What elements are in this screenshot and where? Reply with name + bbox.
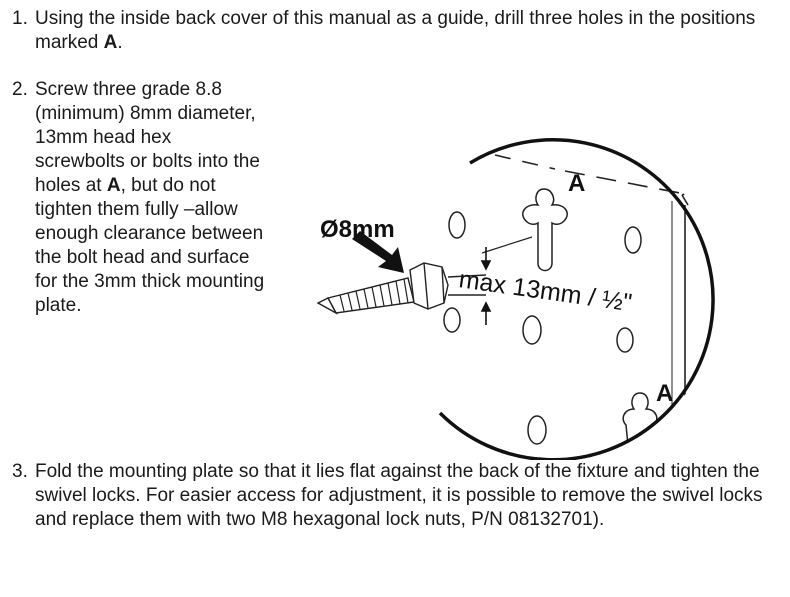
panel-hole (616, 327, 634, 353)
hole-label-top: A (568, 170, 585, 197)
panel-hole (443, 307, 461, 333)
pointer-arrow (352, 231, 404, 273)
diameter-label: Ø8mm (320, 216, 395, 243)
step-text: Using the inside back cover of this manu… (35, 7, 785, 55)
step-text-part: , but do not tighten them fully –allow e… (35, 175, 265, 316)
panel-hole (522, 315, 542, 345)
step-number: 2. (12, 79, 28, 100)
step-text-part: Using the inside back cover of this manu… (35, 8, 756, 53)
screw-bolt (316, 262, 487, 315)
mounting-illustration: Ø8mm max 13mm / ½" A A (316, 138, 720, 460)
step-number: 1. (12, 8, 28, 29)
keyhole-slot-top (522, 188, 568, 272)
step-text: Fold the mounting plate so that it lies … (35, 461, 763, 530)
clearance-dimension (480, 247, 492, 325)
step-text-part: . (117, 32, 123, 53)
hole-marker-ref: A (103, 32, 118, 53)
detail-circle (438, 138, 715, 460)
hole-label-bottom: A (656, 380, 673, 407)
step-text: Screw three grade 8.8 (minimum) 8mm diam… (35, 78, 265, 318)
hole-marker-ref: A (106, 175, 121, 196)
panel-hole (624, 226, 642, 254)
step-number: 3. (12, 461, 28, 482)
panel-hole (527, 415, 547, 445)
step-text-part: Screw three grade 8.8 (minimum) 8mm diam… (35, 79, 260, 196)
panel-hole (448, 211, 466, 239)
